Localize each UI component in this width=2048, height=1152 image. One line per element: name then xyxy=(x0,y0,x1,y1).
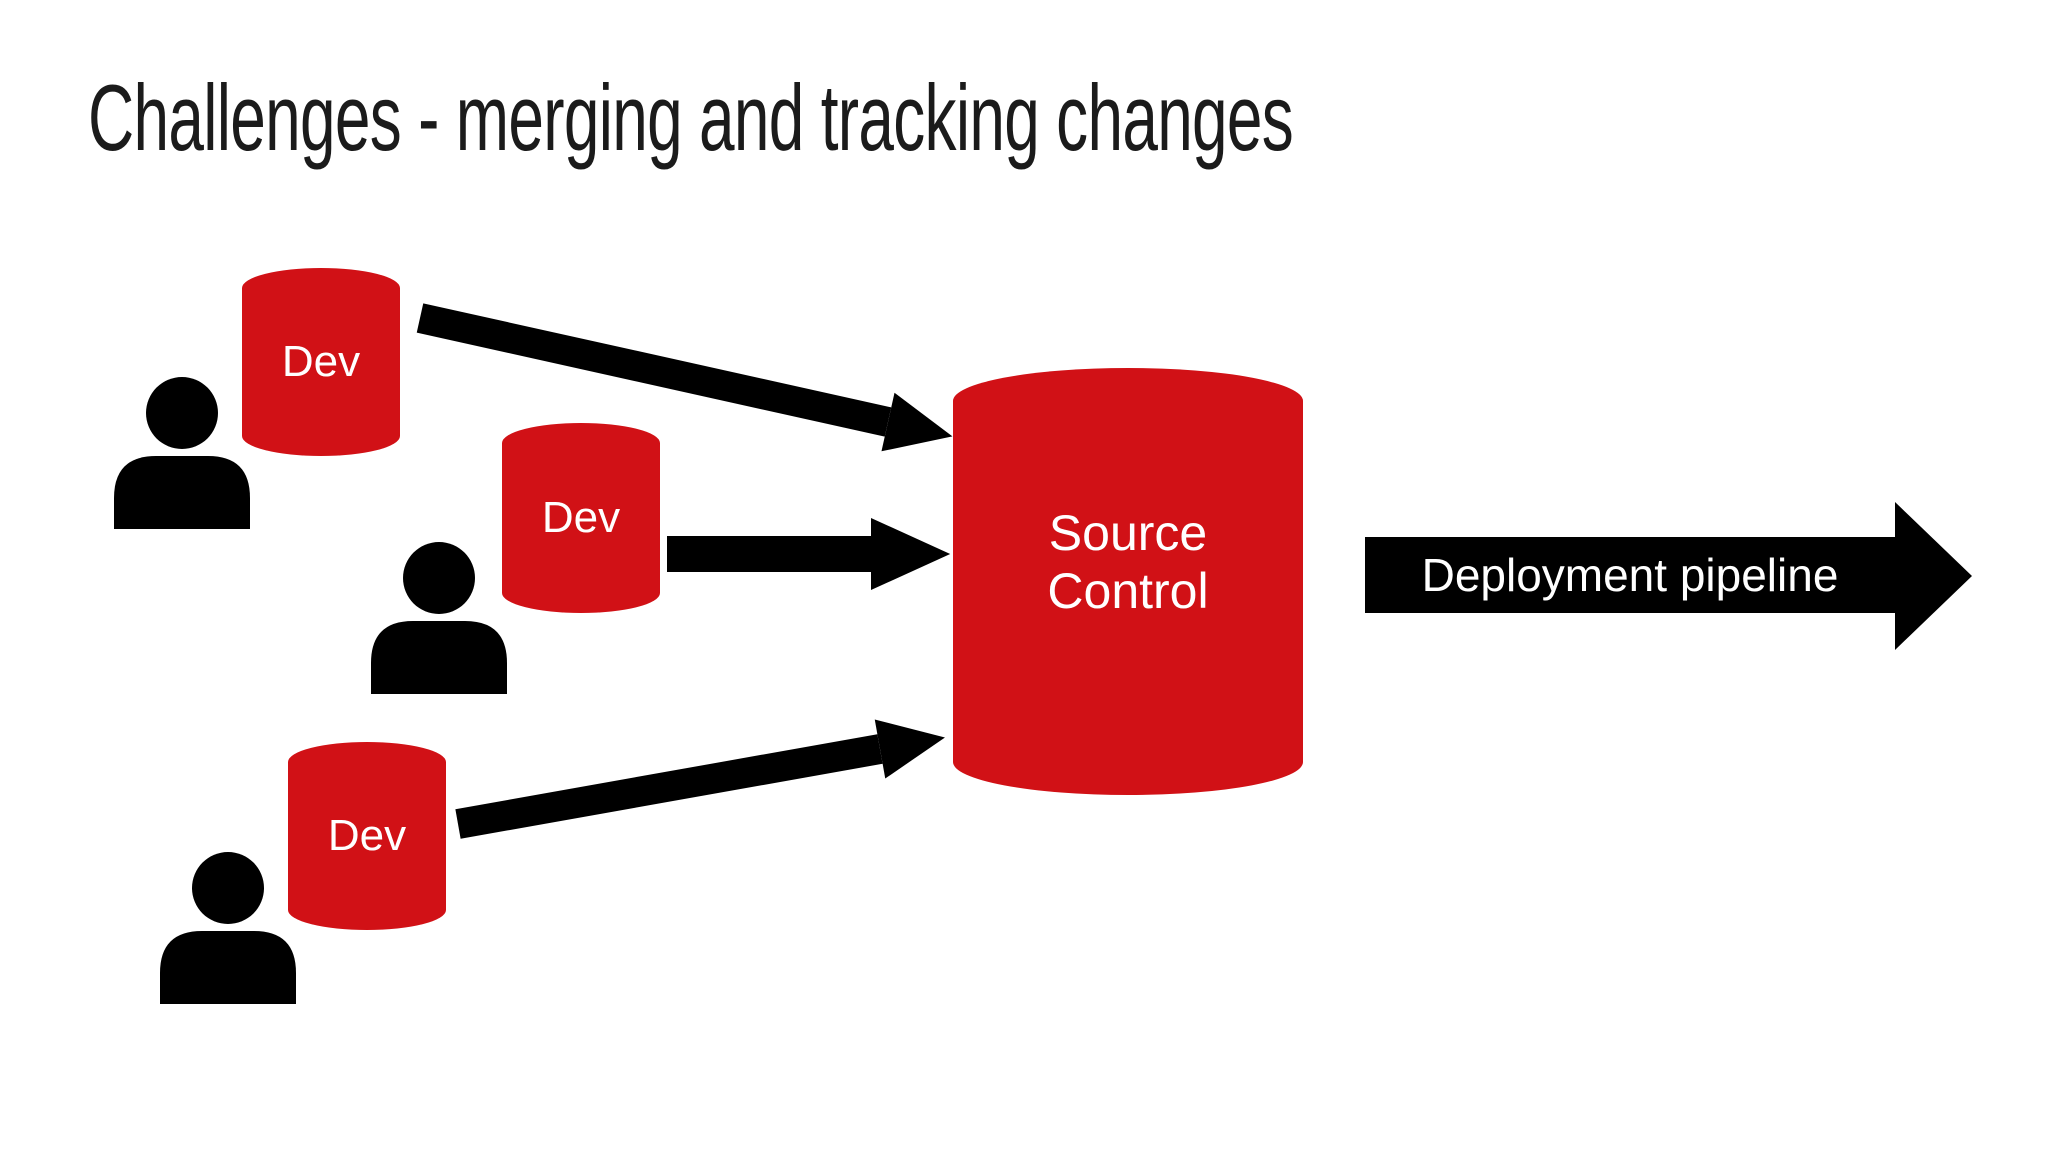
slide-title: Challenges - merging and tracking change… xyxy=(88,65,1294,170)
dev1-to-source-control-arrow xyxy=(416,303,953,452)
dev-node-3: Dev xyxy=(288,742,446,930)
person-icon xyxy=(114,377,250,529)
deployment-pipeline-label: Deployment pipeline xyxy=(1421,549,1839,601)
cylinder-shape xyxy=(288,742,446,930)
cylinder-shape xyxy=(953,368,1303,795)
dev-node-2: Dev xyxy=(502,423,660,613)
person-icon xyxy=(371,542,507,694)
person-icon xyxy=(160,852,296,1004)
cylinder-shape xyxy=(242,268,400,456)
cylinder-shape xyxy=(502,423,660,613)
dev-node-1: Dev xyxy=(242,268,400,456)
source-control-node: Source Control xyxy=(953,368,1303,795)
dev3-to-source-control-arrow xyxy=(455,719,945,839)
